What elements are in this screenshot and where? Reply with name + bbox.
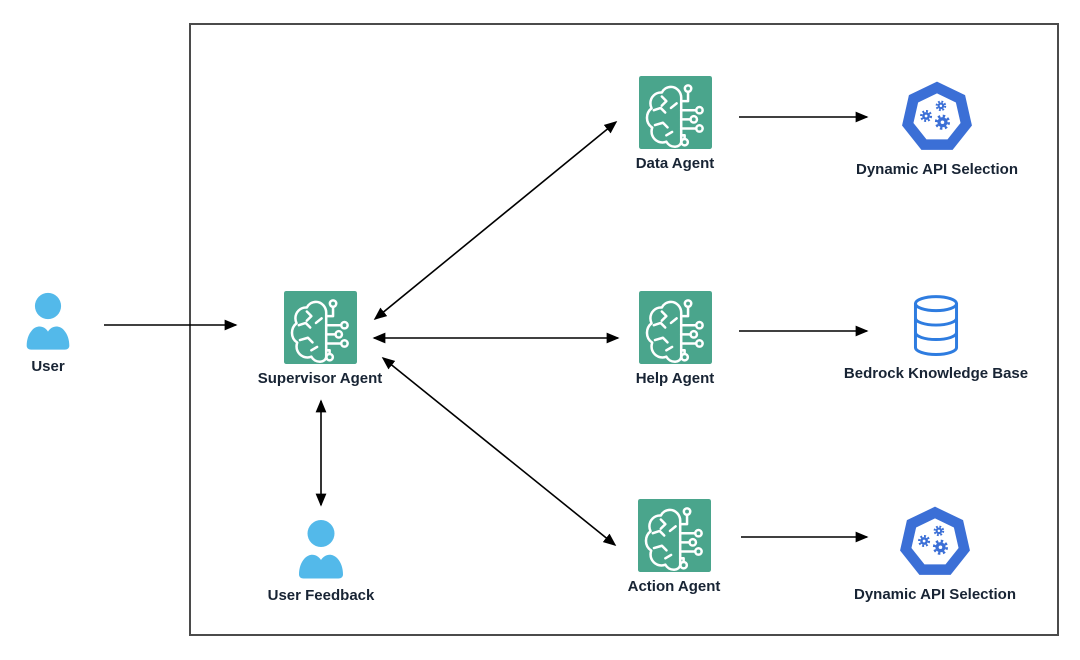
node-help-agent-label: Help Agent [635,370,715,387]
node-data-agent-label: Data Agent [635,155,715,172]
node-dynamic-api-top: Dynamic API Selection [847,77,1027,179]
node-help-agent: Help Agent [595,291,755,388]
person-icon [26,292,70,350]
node-dynamic-api-top-label: Dynamic API Selection [856,161,1018,178]
agent-icon [283,291,357,364]
agent-icon [637,499,711,572]
node-supervisor-agent: Supervisor Agent [240,291,400,388]
system-boundary-box [189,23,1059,636]
node-user-feedback-label: User Feedback [267,587,375,604]
node-bedrock-kb-label: Bedrock Knowledge Base [843,365,1029,382]
database-icon [913,295,959,356]
api-heptagon-icon [900,506,970,575]
node-dynamic-api-bottom-label: Dynamic API Selection [854,586,1016,603]
agent-icon [638,76,712,149]
node-supervisor-agent-label: Supervisor Agent [257,370,383,387]
person-icon [299,520,343,579]
node-action-agent: Action Agent [594,499,754,596]
node-data-agent: Data Agent [595,76,755,173]
node-user-label: User [31,358,65,375]
node-user-feedback: User Feedback [241,517,401,605]
node-bedrock-kb: Bedrock Knowledge Base [836,293,1036,383]
node-action-agent-label: Action Agent [627,578,721,595]
node-dynamic-api-bottom: Dynamic API Selection [845,502,1025,604]
api-heptagon-icon [902,81,972,150]
agent-icon [638,291,712,364]
node-user: User [0,290,96,376]
